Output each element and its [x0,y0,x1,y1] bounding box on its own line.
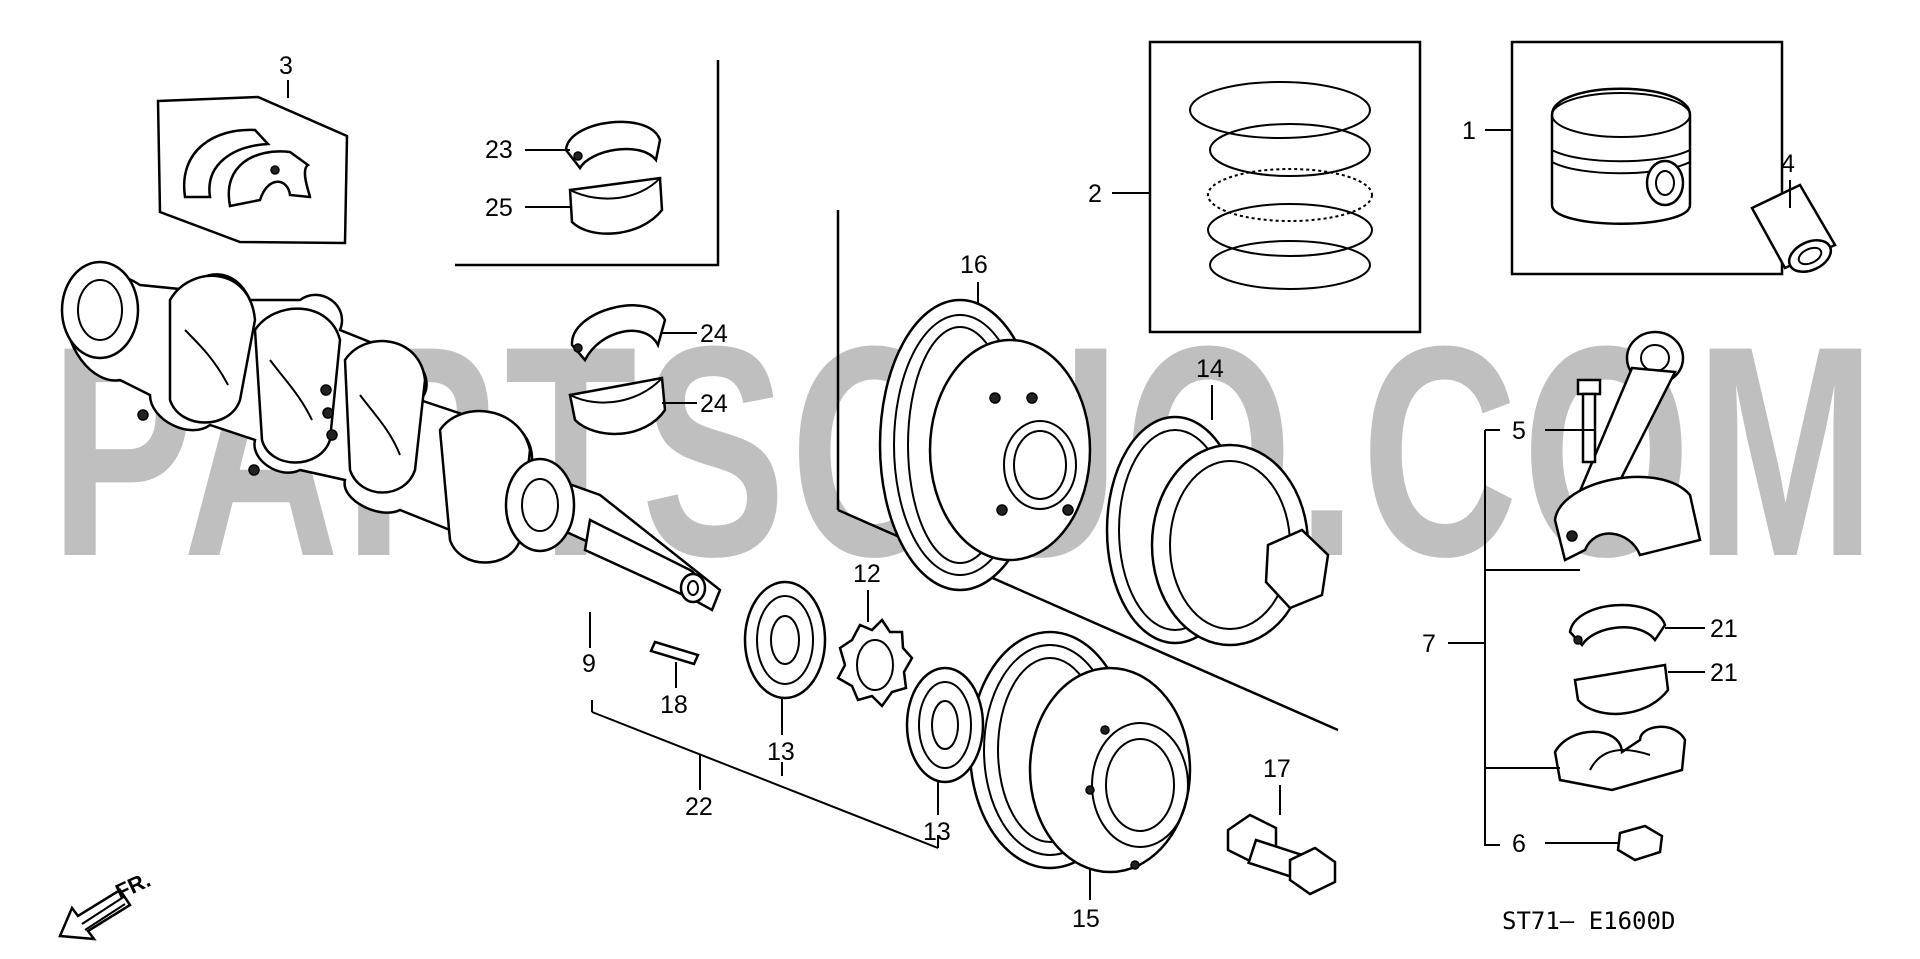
main-bearing-lower-part[interactable] [568,176,664,235]
callout-6[interactable]: 6 [1512,830,1526,858]
piston-pin-part[interactable] [1750,183,1837,278]
thrust-washer-box [156,95,349,245]
oil-seal-right-part[interactable] [905,666,985,784]
timing-sprocket-part[interactable] [836,618,914,708]
callout-13-left[interactable]: 13 [767,738,795,766]
thrust-washer-part[interactable] [182,128,312,208]
callout-7[interactable]: 7 [1422,630,1436,658]
woodruff-key-part[interactable] [649,640,700,666]
callout-23[interactable]: 23 [485,136,513,164]
callout-16[interactable]: 16 [960,251,988,279]
piston-ring-box [1148,40,1422,334]
piston-box [1510,40,1784,276]
conrod-nut-part[interactable] [1616,824,1664,862]
front-direction-arrow [58,888,132,941]
callout-labels: 3 23 25 24 24 2 1 4 16 14 5 12 9 18 13 1… [279,52,1795,933]
piston-part[interactable] [1550,87,1692,225]
conrod-bolt-part[interactable] [1576,378,1602,464]
callout-2[interactable]: 2 [1088,180,1102,208]
callout-22[interactable]: 22 [685,793,713,821]
callout-9[interactable]: 9 [582,650,596,678]
callout-21-lower[interactable]: 21 [1710,659,1738,687]
main-bearing-box [455,60,720,267]
connecting-rod-part[interactable] [1553,330,1702,562]
conrod-bearing-upper-part[interactable] [1568,603,1667,648]
crankshaft-part[interactable] [60,260,722,612]
callout-21-upper[interactable]: 21 [1710,615,1738,643]
callout-5[interactable]: 5 [1512,417,1526,445]
main-bearing-24-upper-part[interactable] [570,304,667,363]
callout-17[interactable]: 17 [1263,755,1291,783]
callout-24-lower[interactable]: 24 [700,390,728,418]
callout-14[interactable]: 14 [1196,355,1224,383]
conrod-bearing-lower-part[interactable] [1573,663,1670,716]
callout-13-right[interactable]: 13 [923,818,951,846]
main-bearing-24-lower-part[interactable] [568,376,667,436]
piston-ring-set-part[interactable] [1189,81,1373,290]
main-bearing-upper-part[interactable] [564,120,662,171]
callout-15[interactable]: 15 [1072,905,1100,933]
pulley-16-part[interactable] [878,298,1092,592]
callout-4[interactable]: 4 [1781,150,1795,178]
pulley-14-part[interactable] [1105,415,1330,647]
callout-25[interactable]: 25 [485,194,513,222]
oil-seal-left-part[interactable] [743,580,827,700]
pulley-15-part[interactable] [968,630,1192,874]
callout-3[interactable]: 3 [279,52,293,80]
leader-lines [287,80,1791,900]
conrod-cap-part[interactable] [1553,725,1687,792]
pulley-bolt-part[interactable] [1226,813,1337,896]
callout-24-upper[interactable]: 24 [700,320,728,348]
callout-12[interactable]: 12 [853,560,881,588]
callout-1[interactable]: 1 [1462,117,1476,145]
callout-18[interactable]: 18 [660,691,688,719]
diagram-code: ST71— E1600D [1502,907,1675,935]
